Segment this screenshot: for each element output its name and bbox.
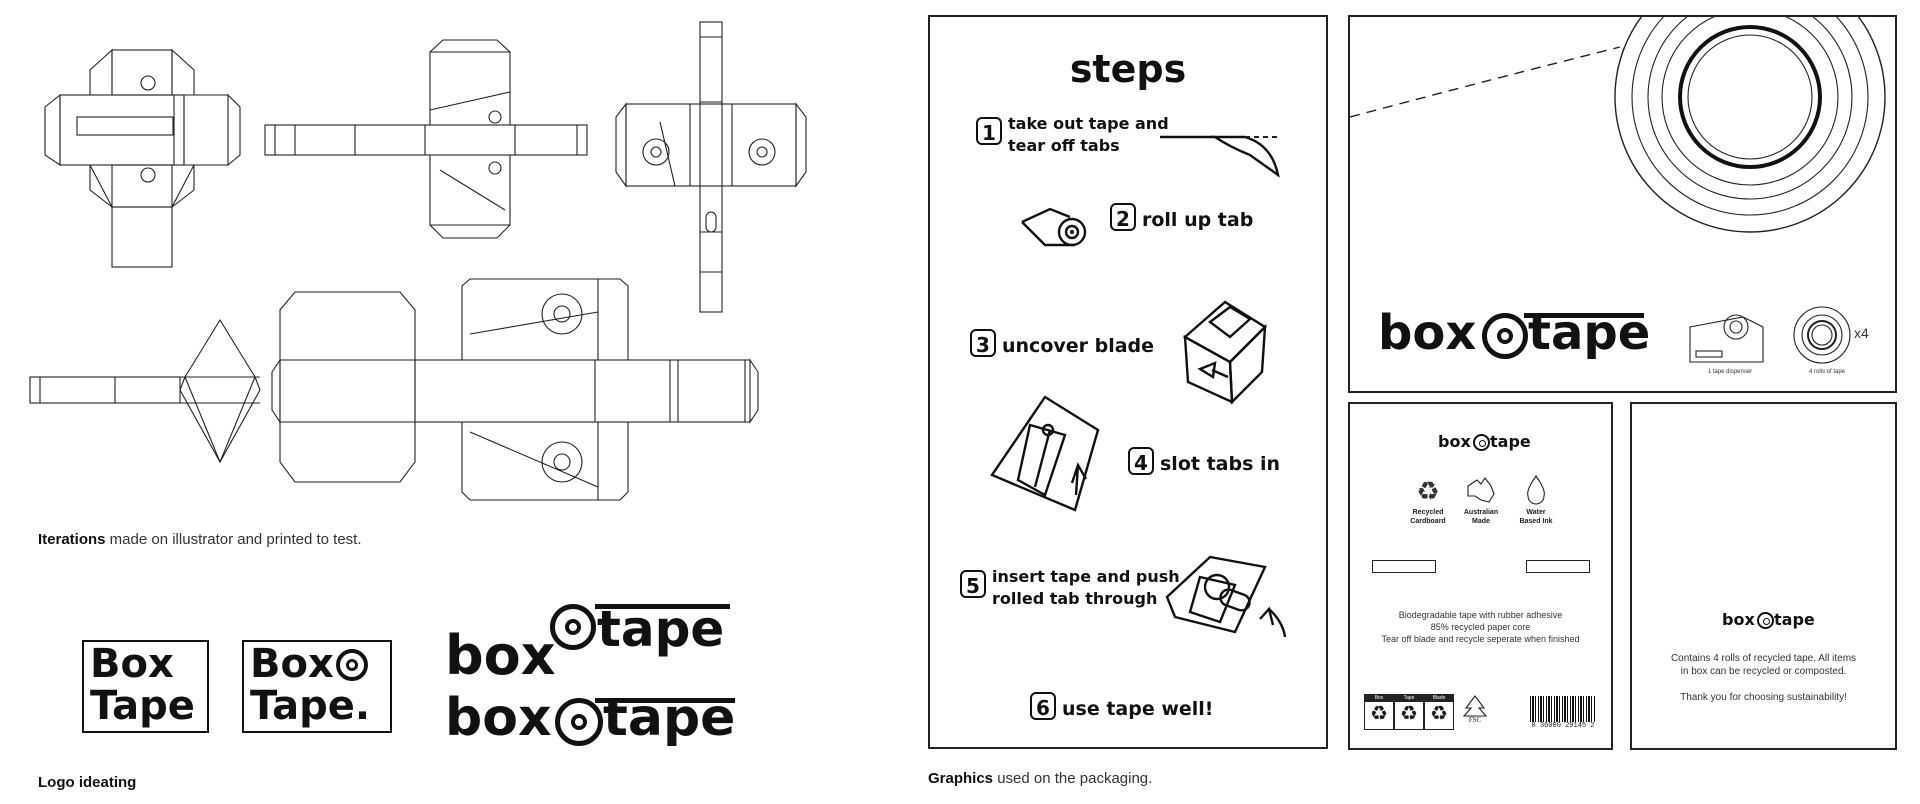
side-brand-logo-2: box tape [1722,610,1815,629]
front-brand-logo: box tape [1378,305,1651,361]
rolls-multiplier: x4 [1854,325,1869,341]
tape-roll-icon [1473,434,1490,451]
tape-roll-icon [1482,313,1528,359]
logo-concept-3: box tape [445,600,735,687]
fsc-logo: FSC [1460,694,1490,730]
rolled-tab-illustration [1021,207,1087,247]
dispenser-caption: 1 tape dispenser [1707,369,1753,375]
tape-roll-icon [550,604,596,650]
front-panel: box tape 1 tape dispenser x4 4 rolls of … [1348,15,1897,393]
tape-roll-icon [1757,612,1774,629]
dieline-2 [264,39,588,239]
iterations-caption: Iterations made on illustrator and print… [38,531,362,548]
side-message-panel: box tape Contains 4 rolls of recycled ta… [1630,402,1897,750]
recycled-cardboard-icon: ♻ [1416,476,1440,506]
large-tape-roll-graphic [1350,17,1886,233]
rolls-thumbnail [1793,306,1851,364]
logo-concept-1: Box Tape [82,640,209,733]
recycle-icon: ♻ [1430,703,1448,725]
tape-roll-icon [335,649,368,681]
water-drop-icon [1520,474,1552,506]
logo-concept-4: box tape [445,688,736,748]
rolls-caption: 4 rolls of tape [1808,369,1846,375]
tear-tab-illustration [1160,135,1280,178]
side-message: Contains 4 rolls of recycled tape. All i… [1670,653,1857,703]
recycle-icon: ♻ [1370,703,1388,725]
dispenser-thumbnail [1689,314,1764,363]
dieline-1 [44,48,241,268]
slot-tabs-illustration [990,395,1100,512]
steps-title: steps [1069,47,1187,91]
barcode: 0 36000 29145 2 [1530,696,1596,732]
side-brand-logo: box tape [1438,432,1531,451]
blade-box-illustration [1182,300,1267,405]
australia-icon [1465,476,1497,506]
recycle-tags: Box ♻ Tape ♻ Blade ♻ [1364,694,1454,730]
insert-tape-illustration [1165,555,1287,638]
graphics-caption: Graphics used on the packaging. [928,770,1153,787]
slot-left [1372,560,1436,573]
recycle-icon: ♻ [1400,703,1418,725]
logo-caption: Logo ideating [38,774,137,791]
dieline-4 [29,278,759,501]
dieline-3 [615,21,807,313]
slot-right [1526,560,1590,573]
logo-concept-2: Box Tape. [242,640,392,733]
product-description: Biodegradable tape with rubber adhesive … [1381,610,1580,644]
tape-roll-icon [555,698,603,746]
